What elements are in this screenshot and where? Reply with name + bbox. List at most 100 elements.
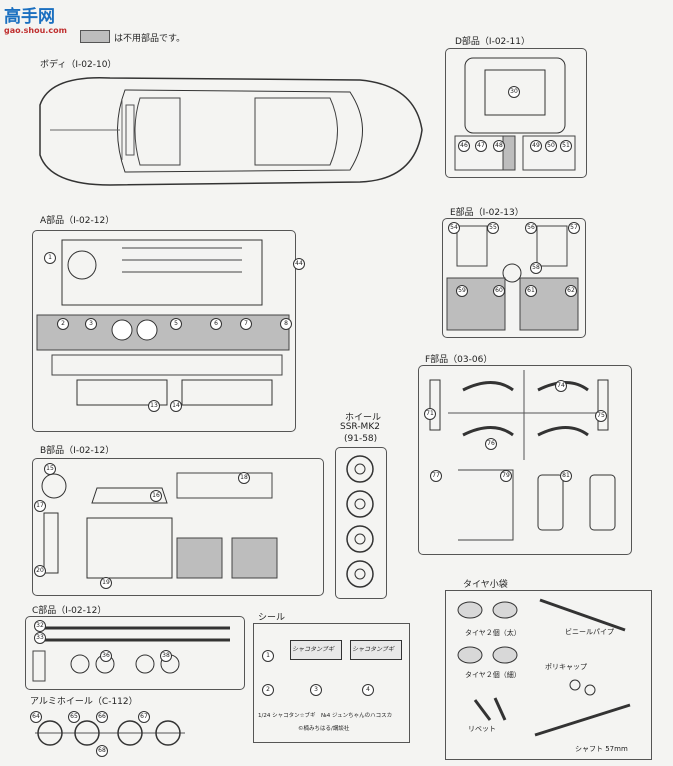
part-number: 3 <box>85 318 97 330</box>
part-number: 66 <box>96 711 108 723</box>
unused-parts-swatch <box>80 30 110 43</box>
part-number: 67 <box>138 711 150 723</box>
sprue-a-frame <box>32 230 296 432</box>
part-number: 32 <box>34 620 46 632</box>
part-number: 2 <box>57 318 69 330</box>
alumi-wheel-title: アルミホイール（C-112） <box>30 697 138 707</box>
sprue-a-parts <box>36 239 290 406</box>
part-number: 76 <box>485 438 497 450</box>
part-number: 6 <box>210 318 222 330</box>
part-number: 48 <box>493 140 505 152</box>
part-number: 18 <box>238 472 250 484</box>
part-number: 15 <box>44 463 56 475</box>
site-logo: 高手网 gao.shou.com <box>4 2 76 42</box>
part-number: 30 <box>508 86 520 98</box>
part-number: 56 <box>525 222 537 234</box>
part-number: 36 <box>100 650 112 662</box>
part-number: 65 <box>68 711 80 723</box>
sprue-d-parts <box>454 57 576 171</box>
part-number: 54 <box>448 222 460 234</box>
sprue-d-title: D部品（I-02-11） <box>455 37 530 47</box>
part-number: 4 <box>362 684 374 696</box>
part-number: 20 <box>34 565 46 577</box>
part-number: 5 <box>170 318 182 330</box>
part-number: 16 <box>150 490 162 502</box>
part-number: 61 <box>525 285 537 297</box>
wheel-title: ホイール <box>345 413 382 423</box>
sprue-e-frame <box>442 218 586 338</box>
wheel-parts <box>346 455 374 588</box>
part-number: 79 <box>500 470 512 482</box>
tire-bag-parts <box>457 598 631 737</box>
sprue-c-frame <box>25 616 245 690</box>
part-number: 17 <box>34 500 46 512</box>
sprue-f-frame <box>418 365 632 555</box>
part-number: 64 <box>30 711 42 723</box>
body-title: ボディ（I-02-10） <box>40 60 117 70</box>
part-number: 19 <box>100 577 112 589</box>
part-number: 75 <box>595 410 607 422</box>
part-number: 74 <box>555 380 567 392</box>
shaft-label: シャフト 57mm <box>575 745 628 753</box>
part-number: 46 <box>458 140 470 152</box>
part-number: 81 <box>560 470 572 482</box>
sprue-d-frame <box>445 48 587 178</box>
tire-wide-label: タイヤ２個（太） <box>465 629 521 637</box>
part-number: 49 <box>530 140 542 152</box>
sprue-c-title: C部品（I-02-12） <box>32 606 107 616</box>
seal-sheet-frame <box>253 623 410 743</box>
vinyl-pipe-label: ビニールパイプ <box>565 628 614 636</box>
tire-bag-frame <box>445 590 652 760</box>
sprue-e-parts <box>446 225 579 331</box>
seal-caption-line-2: ©楠みちはる/講談社 <box>298 726 350 732</box>
decal-logo <box>290 640 342 660</box>
wheel-code: (91-58) <box>344 434 378 444</box>
part-number: 58 <box>530 262 542 274</box>
car-body-drawing <box>39 76 423 186</box>
logo-subtext: gao.shou.com <box>4 26 67 35</box>
part-number: 1 <box>44 252 56 264</box>
part-number: 14 <box>170 400 182 412</box>
part-number: 50 <box>545 140 557 152</box>
part-number: 47 <box>475 140 487 152</box>
part-number: 13 <box>148 400 160 412</box>
rivet-label: リベット <box>468 725 496 733</box>
wheel-sprue-frame <box>335 447 387 599</box>
part-number: 8 <box>280 318 292 330</box>
seal-caption-line-1: 1/24 シャコタン☆ブギ №4 ジュンちゃんのハコスカ <box>258 713 393 719</box>
alumi-wheel-parts <box>35 720 185 746</box>
part-number: 7 <box>240 318 252 330</box>
tire-bag-title: タイヤ小袋 <box>463 580 508 590</box>
seal-title: シール <box>258 613 286 623</box>
part-number: 60 <box>493 285 505 297</box>
part-number: 44 <box>293 258 305 270</box>
part-number: 55 <box>487 222 499 234</box>
part-number: 59 <box>456 285 468 297</box>
sprue-b-title: B部品（I-02-12） <box>40 446 115 456</box>
part-number: 1 <box>262 650 274 662</box>
sprue-b-parts <box>41 472 278 579</box>
part-number: 71 <box>424 408 436 420</box>
part-number: 51 <box>560 140 572 152</box>
part-number: 2 <box>262 684 274 696</box>
part-number: 57 <box>568 222 580 234</box>
part-number: 33 <box>34 632 46 644</box>
sprue-e-title: E部品（I-02-13） <box>450 208 524 218</box>
logo-text: 高手网 <box>4 7 55 27</box>
sprue-a-title: A部品（I-02-12） <box>40 216 115 226</box>
poly-cap-label: ポリキャップ <box>545 663 587 671</box>
part-number: 68 <box>96 745 108 757</box>
sprue-b-frame <box>32 458 324 596</box>
part-number: 77 <box>430 470 442 482</box>
decal-logo <box>350 640 402 660</box>
unused-parts-legend: は不用部品です。 <box>114 34 186 44</box>
sprue-c-parts <box>32 626 230 682</box>
part-number: 3 <box>310 684 322 696</box>
part-number: 62 <box>565 285 577 297</box>
wheel-model: SSR-MK2 <box>340 422 380 432</box>
part-number: 38 <box>160 650 172 662</box>
tire-narrow-label: タイヤ２個（細） <box>465 671 521 679</box>
decal-logo-text: シャコタンブギ <box>352 646 394 653</box>
sprue-f-title: F部品（03-06） <box>425 355 493 365</box>
decal-logo-text: シャコタンブギ <box>292 646 334 653</box>
